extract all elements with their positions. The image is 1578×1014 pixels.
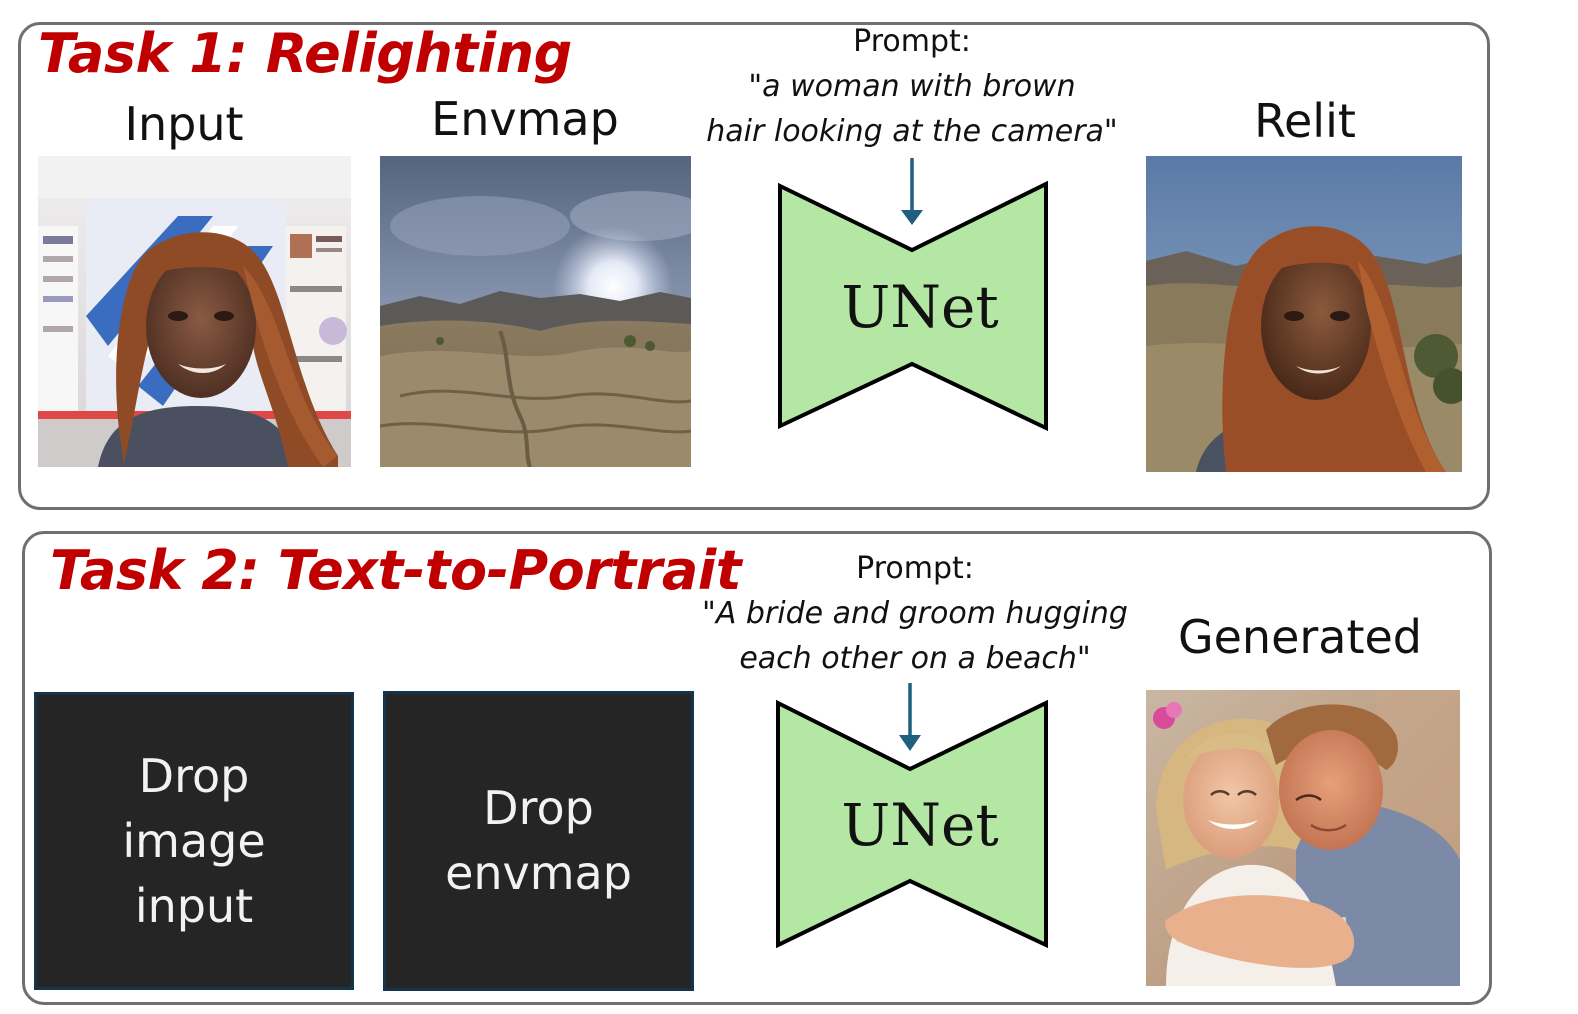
task2-prompt-line-2: each other on a beach" <box>739 641 1091 676</box>
task2-unet-shape: UNet <box>776 683 1048 949</box>
input-image <box>38 156 351 467</box>
task1-prompt-head: Prompt: <box>853 24 971 59</box>
task1-prompt-line-1: "a woman with brown <box>748 69 1076 104</box>
drop-image-input-zone[interactable]: Drop image input <box>34 692 354 990</box>
task2-prompt-line-1: "A bride and groom hugging <box>702 596 1128 631</box>
envmap-image <box>380 156 691 467</box>
drop-image-line-2: image <box>122 813 266 868</box>
relit-image <box>1146 156 1462 472</box>
task1-unet-shape: UNet <box>778 158 1048 432</box>
task2-prompt-head: Prompt: <box>856 551 974 586</box>
drop-envmap-zone[interactable]: Drop envmap <box>383 691 694 991</box>
drop-envmap-line-2: envmap <box>445 846 632 900</box>
drop-image-line-1: Drop <box>138 748 250 803</box>
drop-image-line-3: input <box>134 878 254 933</box>
task1-prompt-line-2: hair looking at the camera" <box>706 114 1118 149</box>
input-image-art <box>38 156 351 467</box>
generated-label: Generated <box>1177 610 1423 664</box>
generated-image-art <box>1146 690 1460 986</box>
task2-unet-label: UNet <box>841 791 998 859</box>
generated-image <box>1146 690 1460 986</box>
relit-image-art <box>1146 156 1462 472</box>
task1-title: Task 1: Relighting <box>38 22 572 85</box>
task2-prompt-text: "A bride and groom hugging each other on… <box>690 591 1140 681</box>
drop-image-input-label: Drop image input <box>122 744 265 939</box>
envmap-image-art <box>380 156 691 467</box>
task2-title: Task 2: Text-to-Portrait <box>50 539 742 602</box>
drop-envmap-label: Drop envmap <box>445 776 632 906</box>
input-label: Input <box>124 97 244 151</box>
relit-label: Relit <box>1254 94 1356 148</box>
task1-prompt-text: "a woman with brown hair looking at the … <box>690 64 1134 154</box>
task1-unet-label: UNet <box>841 273 998 341</box>
drop-envmap-line-1: Drop <box>483 781 594 835</box>
envmap-label: Envmap <box>431 92 619 146</box>
